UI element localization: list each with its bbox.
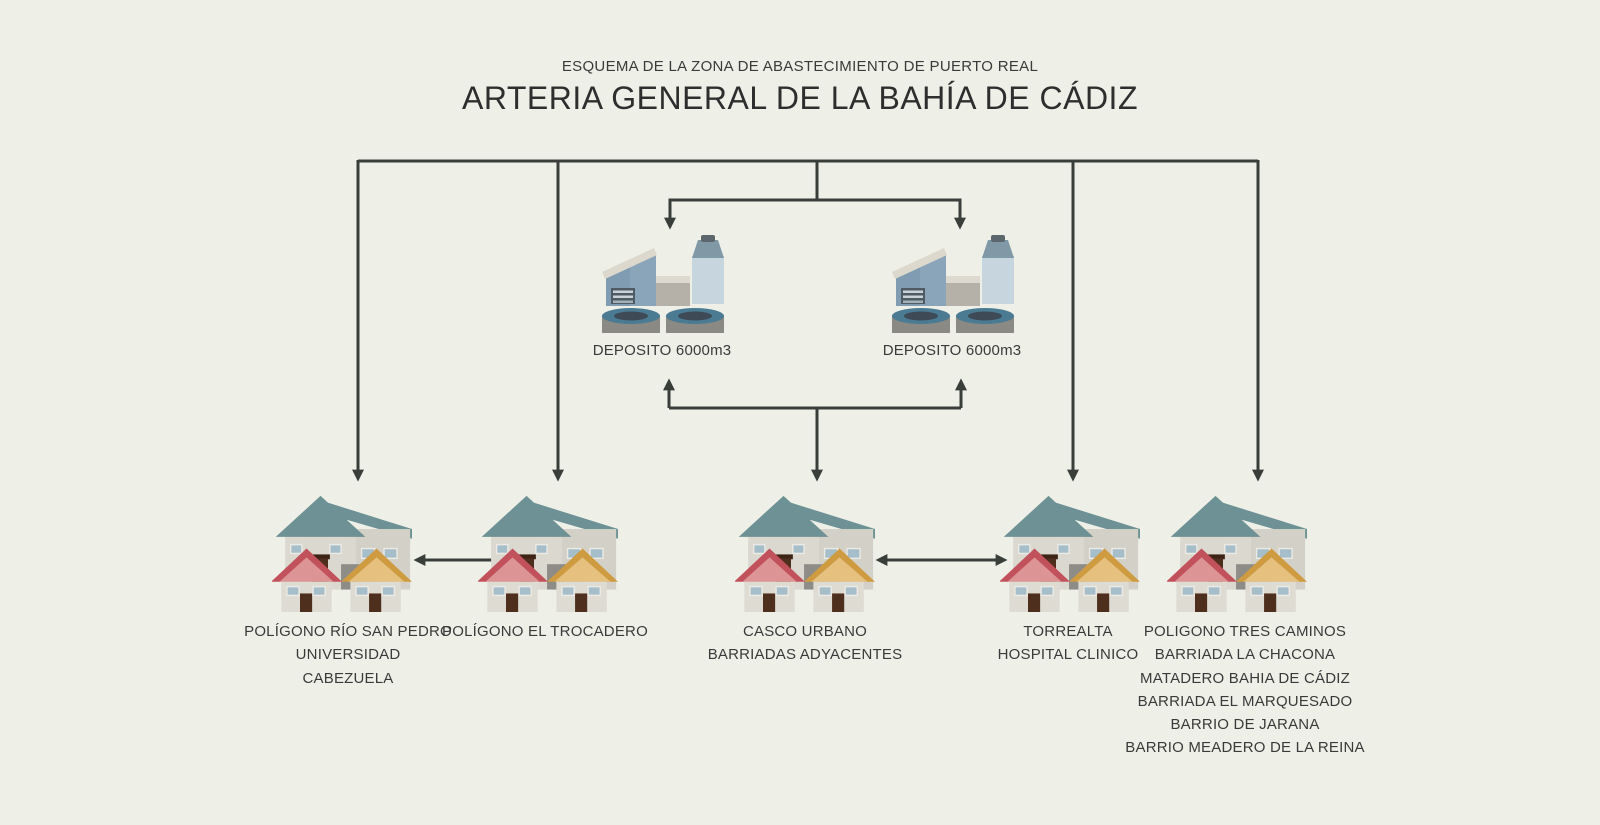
deposit-group-2 [888,228,1018,336]
cluster-icon-4 [1000,490,1140,612]
cluster-label-line: BARRIADA LA CHACONA [1154,646,1336,664]
cluster-label-line: POLÍGONO RÍO SAN PEDRO [244,623,452,640]
cluster-label-line: UNIVERSIDAD [295,646,401,664]
cluster-labels-4: TORREALTA HOSPITAL CLINICO [928,620,1208,667]
cluster-label-line: POLÍGONO EL TROCADERO [442,623,648,640]
deposit-group-1 [598,228,728,336]
cluster-icon-3 [735,490,875,612]
cluster-label-line: CASCO URBANO [742,623,868,640]
houses-icon [272,495,412,612]
cluster-label-line: BARRIO MEADERO DE LA REINA [1125,739,1365,757]
deposit-label-1: DEPOSITO 6000m3 [592,342,732,359]
houses-icon [1167,495,1307,612]
cluster-icon-1 [272,490,412,612]
deposit-bracket-arrows [664,198,966,230]
diagram-subtitle: ESQUEMA DE LA ZONA DE ABASTECIMIENTO DE … [561,58,1039,75]
cluster-label-line: HOSPITAL CLINICO [997,646,1139,664]
cluster-label-line: CABEZUELA [302,669,394,687]
cluster-labels-5: POLIGONO TRES CAMINOS BARRIADA LA CHACONA… [1105,620,1385,760]
cluster-label-line: MATADERO BAHIA DE CÁDIZ [1140,669,1350,687]
houses-icon [478,495,618,612]
houses-icon [1000,495,1140,612]
diagram-title: ARTERIA GENERAL DE LA BAHÍA DE CÁDIZ [462,80,1138,116]
water-treatment-plant-icon [602,235,724,333]
cluster-label-line: BARRIADAS ADYACENTES [707,646,903,664]
cluster-label-line: BARRIADA EL MARQUESADO [1137,692,1353,710]
cluster-labels-2: POLÍGONO EL TROCADERO [405,620,685,643]
water-treatment-plant-icon [892,235,1014,333]
deposit-label-2: DEPOSITO 6000m3 [882,342,1022,359]
cluster-labels-3: CASCO URBANO BARRIADAS ADYACENTES [665,620,945,667]
cluster-label-line: POLIGONO TRES CAMINOS [1143,623,1347,640]
cluster-icon-2 [478,490,618,612]
houses-icon [735,495,875,612]
cluster-labels-1: POLÍGONO RÍO SAN PEDRO UNIVERSIDAD CABEZUE… [208,620,488,690]
cluster-label-line: TORREALTA [1023,623,1113,640]
cluster-icon-5 [1167,490,1307,612]
cluster-label-line: BARRIO DE JARANA [1170,716,1320,734]
